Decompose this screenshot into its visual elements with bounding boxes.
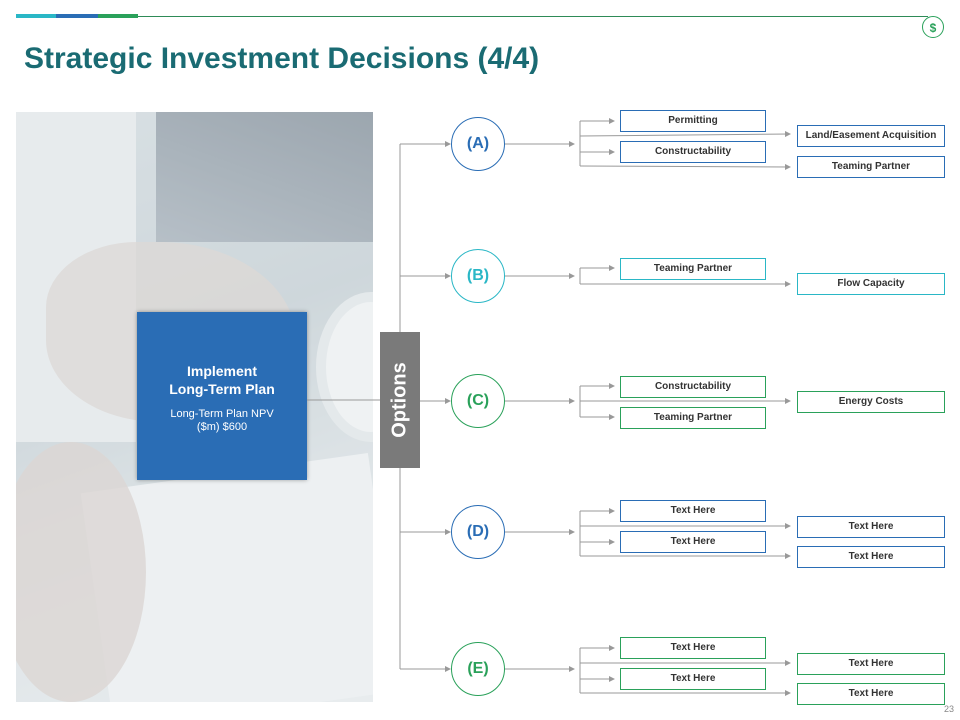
dollar-icon: $ bbox=[922, 16, 944, 38]
option-d-text-3: Text Here bbox=[797, 516, 945, 538]
option-d-text-4: Text Here bbox=[797, 546, 945, 568]
implement-plan-title: Implement Long-Term Plan bbox=[169, 363, 275, 397]
option-e-text-2: Text Here bbox=[620, 668, 766, 690]
top-accent-teal bbox=[16, 14, 56, 18]
implement-plan-box: Implement Long-Term Plan Long-Term Plan … bbox=[137, 312, 307, 480]
implement-plan-npv: Long-Term Plan NPV ($m) $600 bbox=[170, 408, 274, 433]
option-e-circle: (E) bbox=[451, 642, 505, 696]
option-a-permitting: Permitting bbox=[620, 110, 766, 132]
option-e-text-4: Text Here bbox=[797, 683, 945, 705]
options-bar bbox=[380, 332, 420, 468]
option-c-circle: (C) bbox=[451, 374, 505, 428]
options-label: Options bbox=[388, 362, 411, 438]
option-c-constructability: Constructability bbox=[620, 376, 766, 398]
page-number: 23 bbox=[944, 704, 955, 714]
top-accent-blue bbox=[56, 14, 98, 18]
option-d-text-1: Text Here bbox=[620, 500, 766, 522]
page-title: Strategic Investment Decisions (4/4) bbox=[24, 42, 540, 75]
option-e-text-1: Text Here bbox=[620, 637, 766, 659]
option-b-teaming-partner: Teaming Partner bbox=[620, 258, 766, 280]
option-d-circle: (D) bbox=[451, 505, 505, 559]
option-b-flow-capacity: Flow Capacity bbox=[797, 273, 945, 295]
option-c-energy-costs: Energy Costs bbox=[797, 391, 945, 413]
option-d-text-2: Text Here bbox=[620, 531, 766, 553]
option-a-land-acquisition: Land/Easement Acquisition bbox=[797, 125, 945, 147]
header-rule bbox=[138, 16, 928, 17]
option-a-teaming-partner: Teaming Partner bbox=[797, 156, 945, 178]
option-b-circle: (B) bbox=[451, 249, 505, 303]
top-accent-green bbox=[98, 14, 138, 18]
option-a-circle: (A) bbox=[451, 117, 505, 171]
option-a-constructability: Constructability bbox=[620, 141, 766, 163]
option-e-text-3: Text Here bbox=[797, 653, 945, 675]
option-c-teaming-partner: Teaming Partner bbox=[620, 407, 766, 429]
